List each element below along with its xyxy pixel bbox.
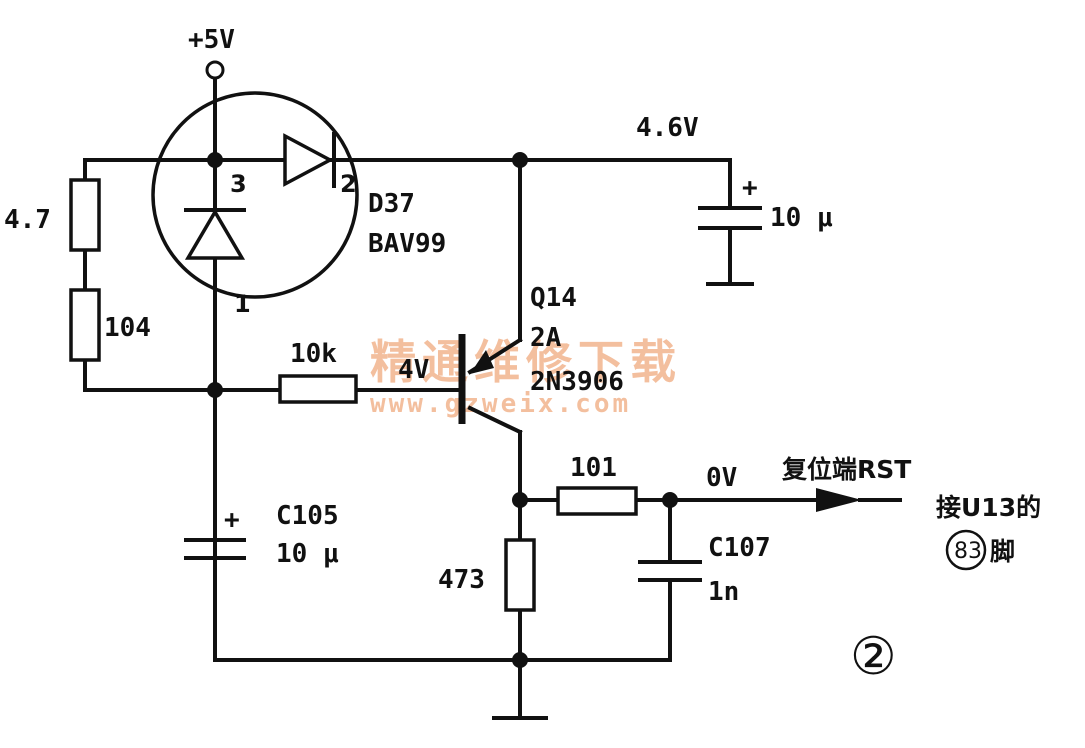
resistor-101	[556, 486, 638, 516]
output-arrow-icon	[816, 488, 862, 512]
c107-ref: C107	[708, 533, 771, 563]
c105-ref: C105	[276, 501, 339, 531]
d37-pin3: 3	[230, 170, 247, 198]
watermark-url: www.gzweix.com	[370, 389, 631, 419]
base-voltage-label: 4V	[398, 355, 429, 385]
resistor-473-label: 473	[438, 565, 485, 595]
output-connect-label: 接U13的	[936, 493, 1041, 522]
pin-number: 83	[954, 539, 982, 564]
q14-emitter-arrow-icon	[470, 350, 494, 374]
figure-number: ②	[850, 627, 897, 687]
resistor-4-7-label: 4.7	[4, 205, 51, 235]
resistor-10k-label: 10k	[290, 339, 337, 369]
supply-label: +5V	[188, 25, 235, 55]
pin-number-circle	[945, 529, 987, 571]
resistor-104-label: 104	[104, 313, 151, 343]
capacitor-c105: + C105 10 μ	[184, 501, 339, 569]
d37-ref: D37	[368, 189, 415, 219]
c107-value: 1n	[708, 577, 739, 607]
capacitor-c107: C107 1n	[638, 533, 771, 607]
resistor-473	[504, 538, 536, 612]
d37-diode-right-icon	[283, 133, 334, 187]
c105-value: 10 μ	[276, 539, 339, 569]
watermark-cn: 精通维修下载	[370, 335, 682, 389]
resistor-104	[69, 288, 101, 362]
junctions	[207, 152, 678, 668]
diode-d37: 3 2 1 D37 BAV99	[151, 91, 446, 318]
d37-diode-up-icon	[184, 208, 246, 260]
pin-suffix: 脚	[990, 537, 1015, 566]
q14-ref: Q14	[530, 283, 577, 313]
d37-pin2: 2	[340, 170, 357, 198]
cap-top-plus: +	[742, 173, 758, 203]
resistor-4-7	[69, 178, 101, 252]
resistor-10k	[278, 374, 358, 404]
capacitor-10u-top: + 10 μ	[698, 173, 833, 233]
q14-part: 2N3906	[530, 367, 624, 397]
d37-pin1: 1	[234, 290, 251, 318]
transistor-q14: Q14 2A 2N3906	[458, 283, 624, 424]
cap-voltage-label: 4.6V	[636, 113, 699, 143]
resistor-101-label: 101	[570, 453, 617, 483]
supply-terminal	[205, 60, 225, 80]
q14-rating: 2A	[530, 323, 562, 353]
d37-part: BAV99	[368, 229, 446, 259]
d37-package-outline	[151, 91, 359, 299]
output-rst-label: 复位端RST	[782, 455, 911, 484]
c105-plus: +	[224, 505, 240, 535]
output-voltage-label: 0V	[706, 463, 737, 493]
cap-top-value: 10 μ	[770, 203, 833, 233]
